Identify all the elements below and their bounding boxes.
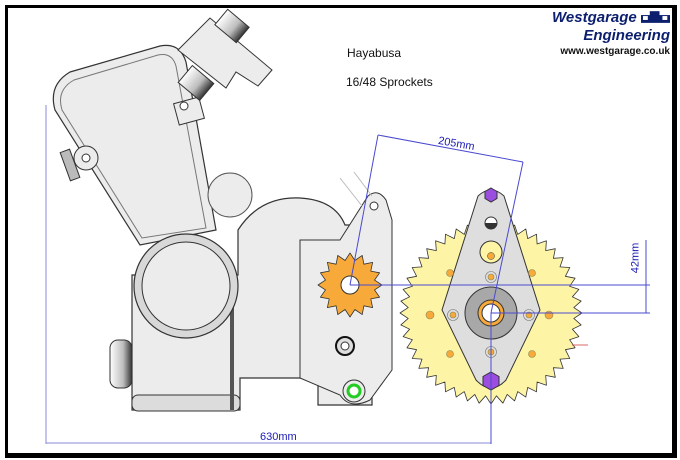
sprockets-title: 16/48 Sprockets [346,75,433,89]
race-car-icon [640,10,670,23]
company-logo[interactable]: Westgarage Engineering www.westgarage.co… [552,9,670,57]
dimension-lines [349,134,650,444]
dimension-label-overall-length: 630mm [260,431,297,443]
logo-line1: Westgarage [552,9,637,26]
cylinder-block [52,44,253,246]
sprocket-carrier [425,187,554,391]
engine-title: Hayabusa [347,46,402,60]
bolt-top [484,187,498,203]
logo-line2: Engineering [583,27,670,44]
dimension-label-vertical-offset: 42mm [629,242,642,274]
green-bushing [346,383,362,399]
intake-assembly [172,8,273,126]
logo-url[interactable]: www.westgarage.co.uk [560,46,670,57]
